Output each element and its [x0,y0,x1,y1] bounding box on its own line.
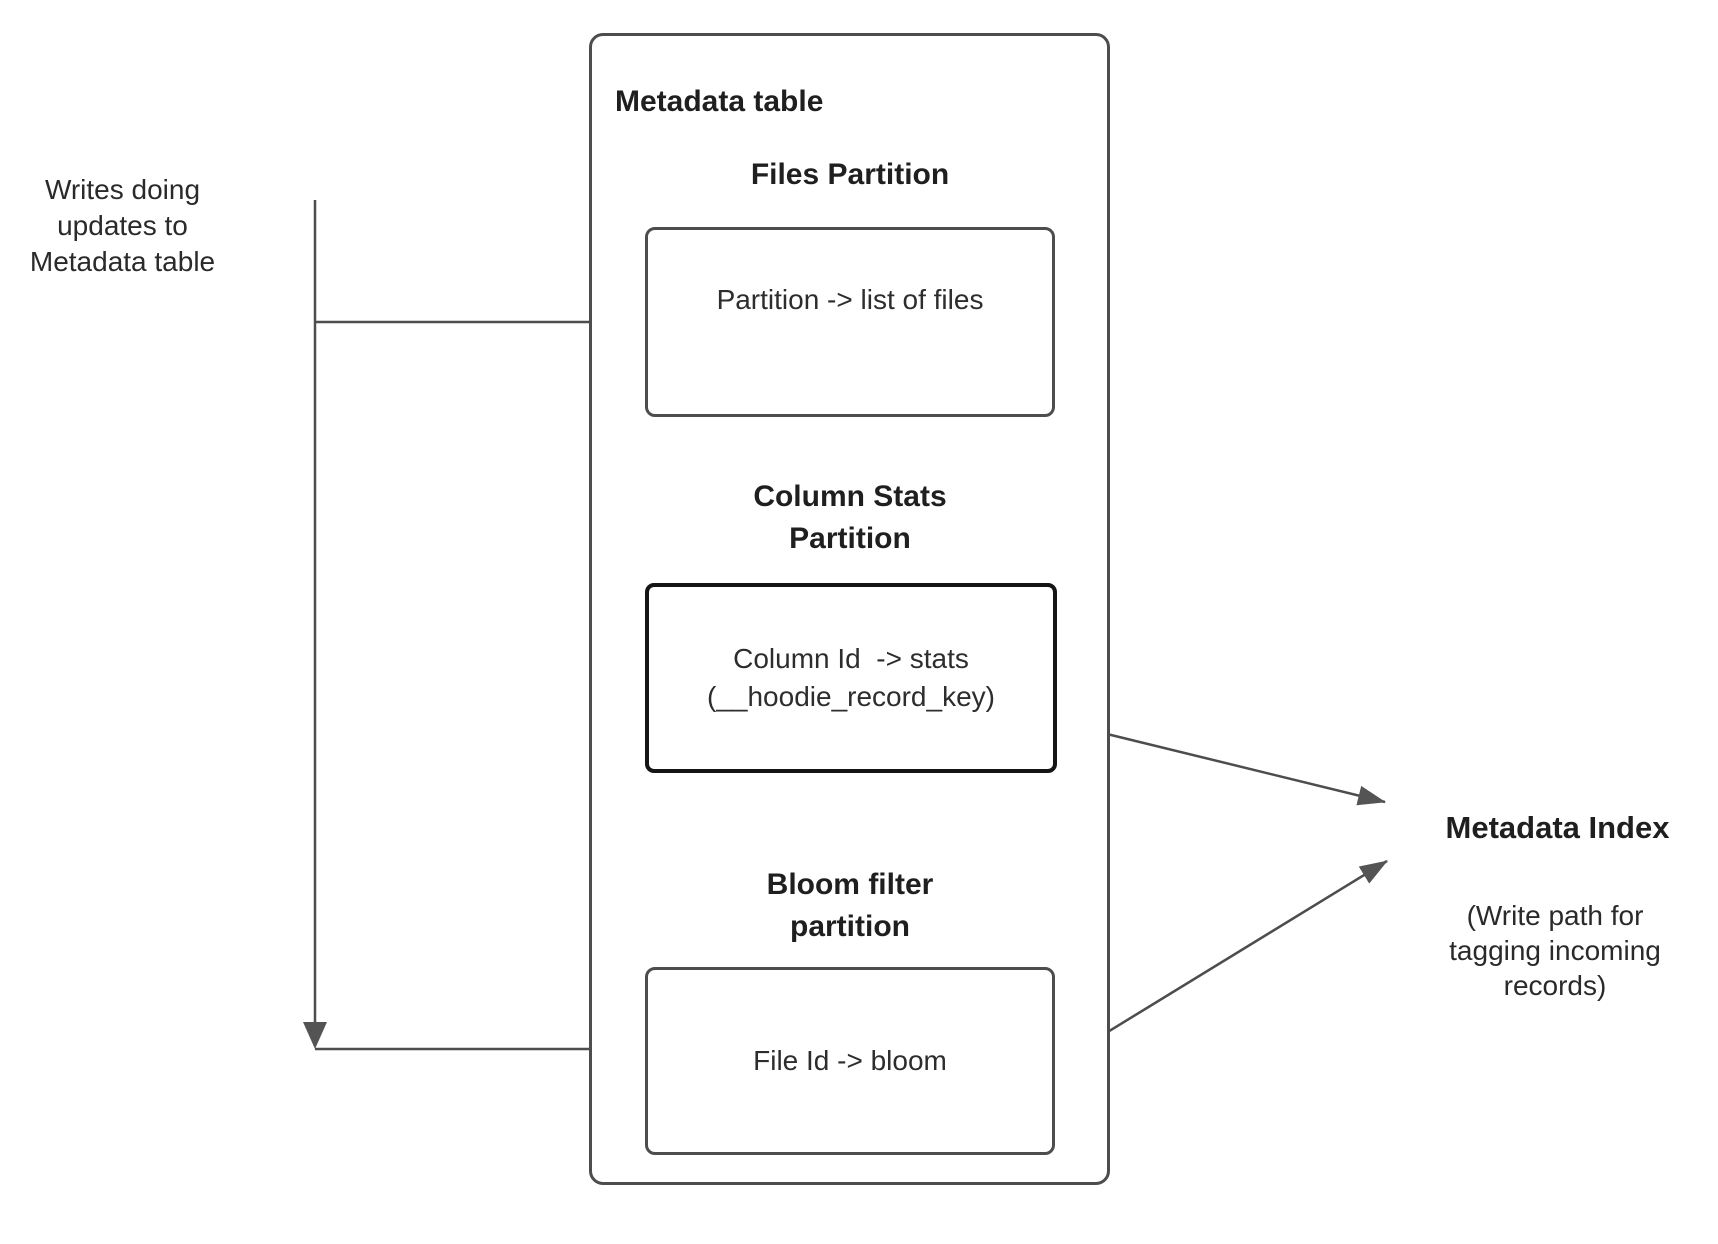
metadata-index-title: Metadata Index [1445,810,1670,845]
column-stats-box-text: Column Id -> stats (__hoodie_record_key) [707,643,995,712]
bloom-filter-partition-box: File Id -> bloom [645,967,1055,1155]
column-stats-partition-heading: Column Stats Partition [753,480,947,555]
writes-note: Writes doing updates to Metadata table [29,174,216,277]
bloom-filter-box-text: File Id -> bloom [753,1045,947,1076]
column-stats-partition-box: Column Id -> stats (__hoodie_record_key) [645,583,1057,773]
files-partition-box: Partition -> list of files [645,227,1055,417]
bloom-filter-partition-heading: Bloom filter partition [766,868,934,943]
files-partition-heading: Files Partition [750,158,950,191]
files-partition-box-text: Partition -> list of files [716,284,984,315]
metadata-index-subtitle: (Write path for tagging incoming records… [1449,900,1661,1001]
metadata-table-title: Metadata table [615,85,824,118]
down-arrowhead-icon [303,1022,327,1049]
